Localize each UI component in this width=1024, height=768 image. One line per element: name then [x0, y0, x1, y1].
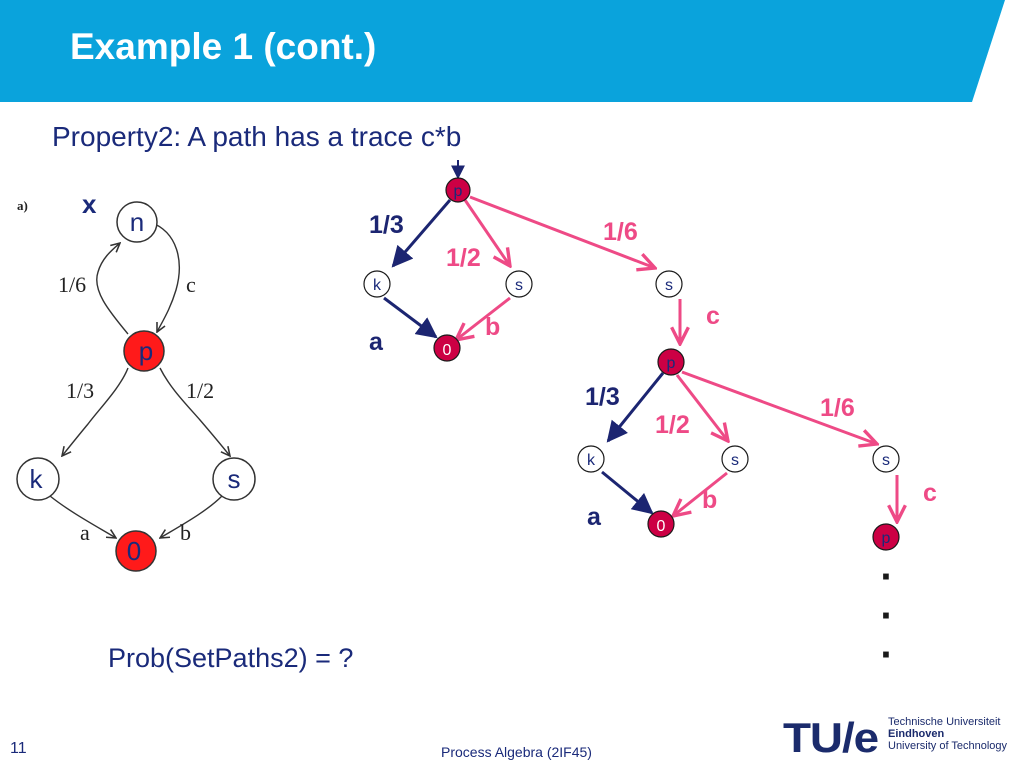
ellipsis-dot-3: · [880, 633, 893, 677]
state-p [123, 330, 165, 372]
slide-title: Example 1 (cont.) [70, 26, 377, 67]
edge-p-k-1 [391, 199, 452, 268]
edge-label-p-k-2: 1/3 [585, 383, 620, 411]
tree-node-k-1-label: k [373, 277, 382, 294]
edge-k-0-2 [601, 470, 654, 515]
tree-node-s1-2 [721, 445, 749, 473]
tree-node-p-2-label: p [667, 355, 676, 372]
tree-node-s2-1 [655, 270, 683, 298]
edge-p-s2-2 [681, 370, 877, 444]
logo-line-3: University of Technology [888, 740, 1008, 752]
tree-node-s1-1 [505, 270, 533, 298]
edge-label-s2-p-2: c [923, 479, 937, 507]
tree-node-k-2-label: k [587, 452, 596, 469]
footer-course: Process Algebra (2IF45) [441, 744, 592, 760]
tree-node-s2-2 [872, 445, 900, 473]
edge-p-s1-2 [675, 374, 728, 441]
edge-n-to-p [149, 221, 180, 332]
tree-level-3: p · · · [872, 523, 900, 677]
tree-node-k-1 [363, 270, 391, 298]
logo-line-2: Eindhoven [888, 728, 945, 740]
ellipsis-dot-2: · [880, 594, 893, 638]
edge-p-to-s [159, 367, 230, 456]
tree-node-s1-2-label: s [731, 452, 739, 469]
state-0 [115, 530, 157, 572]
state-k [16, 457, 60, 501]
edge-p-to-n [96, 243, 129, 335]
tree-node-p-3-label: p [882, 530, 891, 547]
edge-label-k-0-1: a [369, 328, 384, 356]
state-p-label: p [139, 336, 153, 366]
tree-node-p-3 [872, 523, 900, 551]
edge-label-k-0: a [80, 520, 90, 545]
state-s-label: s [228, 464, 241, 494]
edge-label-p-s2-1: 1/6 [603, 218, 638, 246]
tree-node-s1-1-label: s [515, 277, 523, 294]
panel-label: a) [17, 198, 28, 213]
tree-level-1: p k s s 0 1/3 1/2 1/6 a b c [363, 160, 720, 362]
edge-s1-0-1 [456, 296, 511, 340]
state-n [116, 201, 158, 243]
edge-label-p-k-1: 1/3 [369, 211, 404, 239]
edge-label-p-s2-2: 1/6 [820, 394, 855, 422]
property-statement: Property2: A path has a trace c*b [52, 121, 462, 152]
edge-k-to-0 [49, 495, 116, 538]
state-n-label: n [130, 207, 144, 237]
left-transition-diagram: a) x 1/6 c 1/3 1/2 a b n p k s 0 [16, 189, 256, 572]
tree-node-0-2-label: 0 [657, 518, 666, 535]
edge-s-to-0 [160, 495, 223, 538]
state-k-label: k [30, 464, 44, 494]
state-s [212, 457, 256, 501]
edge-p-s1-1 [463, 199, 510, 266]
state-0-label: 0 [127, 536, 141, 566]
edge-label-s-0: b [180, 520, 191, 545]
tree-node-s2-1-label: s [665, 277, 673, 294]
logo-mark: TU/e [783, 714, 878, 758]
edge-p-to-k [62, 367, 129, 456]
edge-label-s1-0-1: b [485, 313, 500, 341]
tree-node-k-2 [577, 445, 605, 473]
edge-label-p-s1-1: 1/2 [446, 244, 481, 272]
edge-label-p-s: 1/2 [186, 378, 214, 403]
edge-label-k-0-2: a [587, 503, 602, 531]
title-banner [0, 0, 1005, 102]
x-label: x [82, 189, 97, 219]
edge-p-s2-1 [469, 195, 655, 268]
edge-label-s2-p-1: c [706, 302, 720, 330]
edge-label-p-s1-2: 1/2 [655, 411, 690, 439]
tree-node-0-1-label: 0 [443, 342, 452, 359]
edge-label-n-p: c [186, 272, 196, 297]
edge-label-s1-0-2: b [702, 486, 717, 514]
edge-label-p-k: 1/3 [66, 378, 94, 403]
tree-node-s2-2-label: s [882, 452, 890, 469]
edge-label-p-n: 1/6 [58, 272, 86, 297]
tree-node-p-1-label: p [454, 183, 463, 200]
edge-p-k-2 [606, 372, 665, 443]
tree-level-2: p k s s 0 1/3 1/2 1/6 a b c [577, 348, 937, 538]
tree-node-0-2 [647, 510, 675, 538]
edge-k-0-1 [383, 296, 438, 339]
ellipsis-dot-1: · [880, 555, 893, 599]
edge-s1-0-2 [673, 471, 728, 516]
probability-question: Prob(SetPaths2) = ? [108, 643, 354, 673]
page-number: 11 [10, 740, 27, 757]
tue-logo: TU/e Technische Universiteit Eindhoven U… [783, 714, 1008, 758]
tree-node-p-2 [657, 348, 685, 376]
tree-node-0-1 [433, 334, 461, 362]
logo-line-1: Technische Universiteit [888, 716, 1001, 728]
tree-node-p-1 [445, 177, 471, 203]
